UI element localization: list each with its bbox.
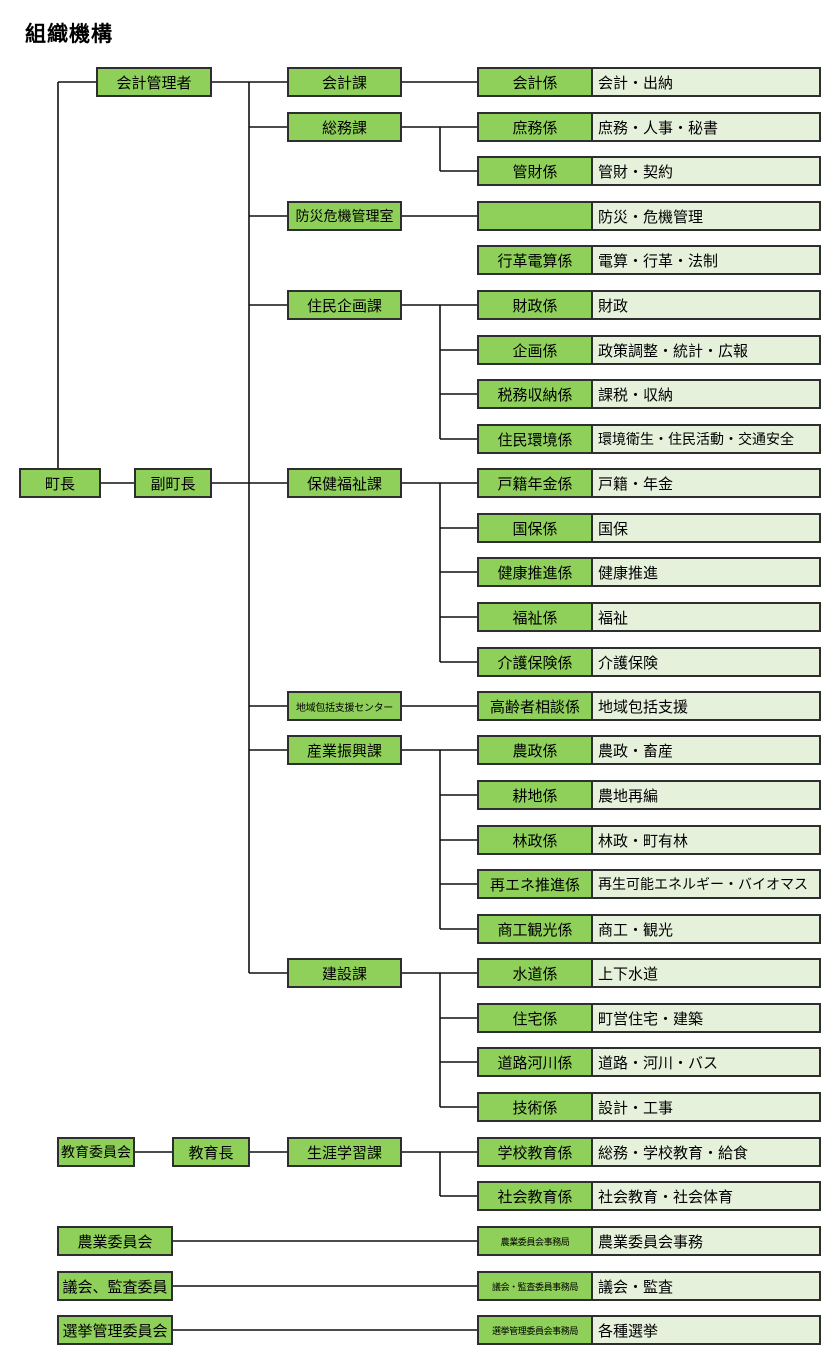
accounting-manager-box: 会計管理者 [96, 67, 212, 97]
page-title: 組織機構 [25, 22, 113, 46]
committee-box-agriculture: 農業委員会 [57, 1226, 173, 1256]
duty-box: 林政・町有林 [591, 825, 821, 855]
unit-box: 選挙管理委員会事務局 [477, 1315, 593, 1345]
unit-box: 商工観光係 [477, 914, 593, 944]
unit-box: 福祉係 [477, 602, 593, 632]
duty-box: 戸籍・年金 [591, 468, 821, 498]
duty-box: 財政 [591, 290, 821, 320]
duty-box: 農地再編 [591, 780, 821, 810]
duty-box: 電算・行革・法制 [591, 245, 821, 275]
duty-box: 上下水道 [591, 958, 821, 988]
mayor-box: 町長 [19, 468, 101, 498]
unit-box: 国保係 [477, 513, 593, 543]
unit-box: 学校教育係 [477, 1137, 593, 1167]
section-box-community-care-center: 地域包括支援センター [287, 691, 402, 721]
unit-box: 会計係 [477, 67, 593, 97]
duty-box: 課税・収納 [591, 379, 821, 409]
unit-box: 住宅係 [477, 1003, 593, 1033]
duty-box: 総務・学校教育・給食 [591, 1137, 821, 1167]
duty-box: 国保 [591, 513, 821, 543]
unit-box: 林政係 [477, 825, 593, 855]
duty-box: 議会・監査 [591, 1271, 821, 1301]
unit-box-blank [477, 201, 593, 231]
duty-box: 再生可能エネルギー・バイオマス [591, 869, 821, 899]
duty-box: 設計・工事 [591, 1092, 821, 1122]
section-box-construction: 建設課 [287, 958, 402, 988]
duty-box: 町営住宅・建築 [591, 1003, 821, 1033]
unit-box: 住民環境係 [477, 424, 593, 454]
duty-box: 介護保険 [591, 647, 821, 677]
unit-box: 技術係 [477, 1092, 593, 1122]
unit-box: 議会・監査委員事務局 [477, 1271, 593, 1301]
section-box-health-welfare: 保健福祉課 [287, 468, 402, 498]
unit-box: 戸籍年金係 [477, 468, 593, 498]
duty-box: 環境衛生・住民活動・交通安全 [591, 424, 821, 454]
unit-box: 健康推進係 [477, 557, 593, 587]
committee-box-assembly-audit: 議会、監査委員 [57, 1271, 173, 1301]
duty-box: 庶務・人事・秘書 [591, 112, 821, 142]
duty-box: 社会教育・社会体育 [591, 1181, 821, 1211]
unit-box: 介護保険係 [477, 647, 593, 677]
section-box-resident-planning: 住民企画課 [287, 290, 402, 320]
unit-box: 水道係 [477, 958, 593, 988]
duty-box: 道路・河川・バス [591, 1047, 821, 1077]
duty-box: 各種選挙 [591, 1315, 821, 1345]
unit-box: 農政係 [477, 735, 593, 765]
unit-box: 農業委員会事務局 [477, 1226, 593, 1256]
section-box-industry-promotion: 産業振興課 [287, 735, 402, 765]
unit-box: 高齢者相談係 [477, 691, 593, 721]
duty-box: 地域包括支援 [591, 691, 821, 721]
section-box-accounting: 会計課 [287, 67, 402, 97]
duty-box: 商工・観光 [591, 914, 821, 944]
duty-box: 管財・契約 [591, 156, 821, 186]
unit-box: 道路河川係 [477, 1047, 593, 1077]
duty-box: 農業委員会事務 [591, 1226, 821, 1256]
section-box-disaster-prevention: 防災危機管理室 [287, 201, 402, 231]
duty-box: 福祉 [591, 602, 821, 632]
section-box-general-affairs: 総務課 [287, 112, 402, 142]
unit-box: 財政係 [477, 290, 593, 320]
unit-box: 管財係 [477, 156, 593, 186]
unit-box: 税務収納係 [477, 379, 593, 409]
unit-box: 企画係 [477, 335, 593, 365]
vice-mayor-box: 副町長 [134, 468, 212, 498]
unit-box: 庶務係 [477, 112, 593, 142]
unit-box: 行革電算係 [477, 245, 593, 275]
unit-box: 再エネ推進係 [477, 869, 593, 899]
superintendent-box: 教育長 [172, 1137, 250, 1167]
unit-box: 社会教育係 [477, 1181, 593, 1211]
committee-box-election: 選挙管理委員会 [57, 1315, 173, 1345]
duty-box: 防災・危機管理 [591, 201, 821, 231]
unit-box: 耕地係 [477, 780, 593, 810]
section-box-lifelong-learning: 生涯学習課 [287, 1137, 402, 1167]
duty-box: 農政・畜産 [591, 735, 821, 765]
board-of-education-box: 教育委員会 [57, 1137, 135, 1167]
duty-box: 健康推進 [591, 557, 821, 587]
duty-box: 政策調整・統計・広報 [591, 335, 821, 365]
duty-box: 会計・出納 [591, 67, 821, 97]
